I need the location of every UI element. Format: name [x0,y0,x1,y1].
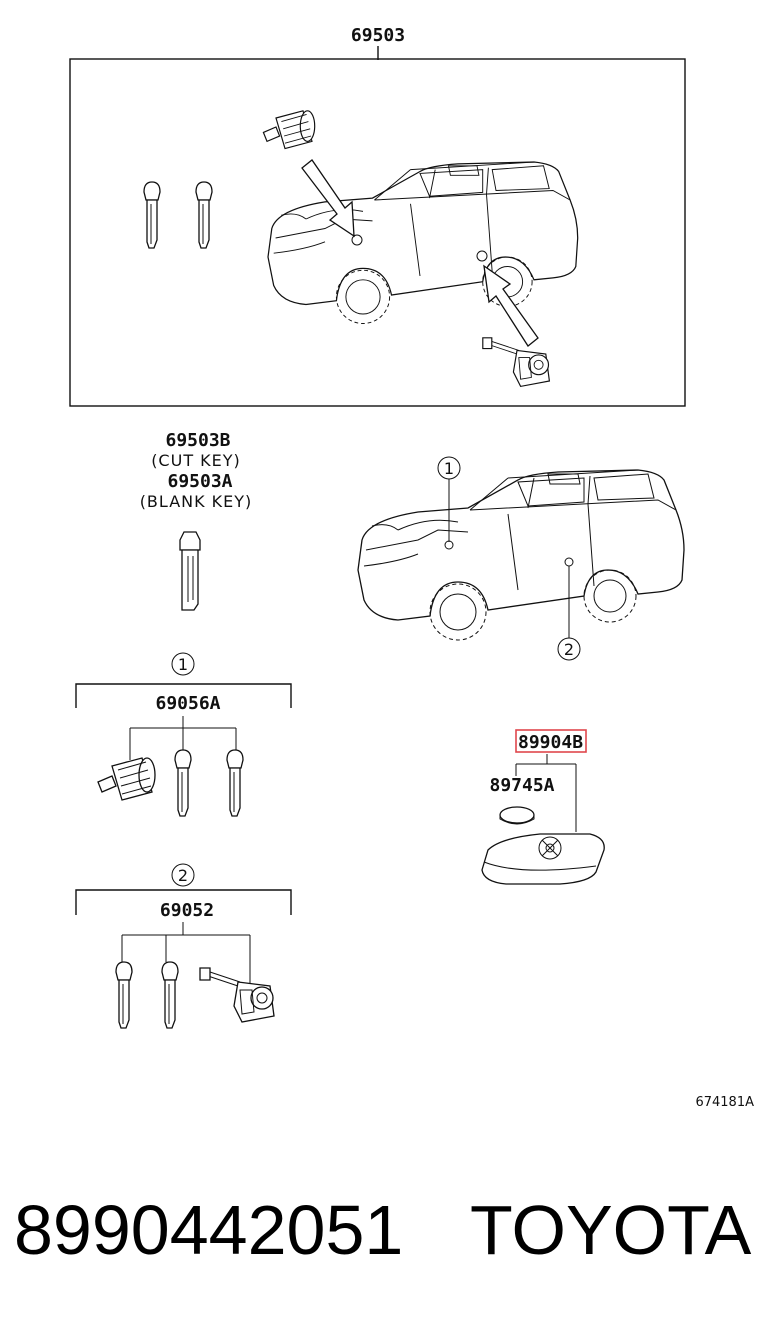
blank-key-number: 69503A [167,471,232,492]
caption-brand: TOYOTA [470,1191,752,1269]
callout-1-label-vehicle: 1 [444,459,454,478]
group-2-key-1 [115,961,133,1029]
group-2-bracket [75,889,292,915]
transmitter-part-suffix: B [572,732,583,753]
group-1-part-number: 69056A [155,693,220,714]
blank-key-label: (BLANK KEY) [140,492,253,511]
battery-part-number: 89745A [489,775,554,796]
group-1-key-1 [174,749,192,817]
transmitter-part-main: 89904 [518,732,572,753]
callout-2-label-vehicle: 2 [564,640,574,659]
smart-key-fob [481,833,605,885]
callout-2-label: 2 [178,866,188,885]
top-arrow-1 [301,159,355,238]
cut-key-number: 69503B [165,430,230,451]
top-key-2 [195,181,213,249]
top-key-1 [143,181,161,249]
battery-cell [499,806,535,824]
part-highlight-box [515,729,587,753]
cut-key-label: (CUT KEY) [151,451,241,470]
callout-2-circle [171,863,195,887]
group-1-bracket [75,683,292,708]
group-2-key-2 [161,961,179,1029]
callout-1-label: 1 [178,655,188,674]
top-ignition-cylinder [262,110,316,150]
group-1-key-2 [226,749,244,817]
top-arrow-2 [483,264,539,347]
callout-1-circle [171,652,195,676]
top-vehicle [267,161,579,325]
reference-code: 674181A [695,1095,754,1110]
caption-part-number: 8990442051 [14,1191,404,1269]
blank-key [179,531,201,611]
group-2-part-number: 69052 [160,900,214,921]
group-1-cylinder [97,757,156,801]
top-assembly-box [69,58,686,407]
group-2-door-lock [199,967,275,1023]
transmitter-part-number: 89904B [518,732,583,753]
middle-vehicle [357,469,685,641]
top-assembly-number: 69503 [351,25,405,46]
top-door-lock [482,337,550,387]
